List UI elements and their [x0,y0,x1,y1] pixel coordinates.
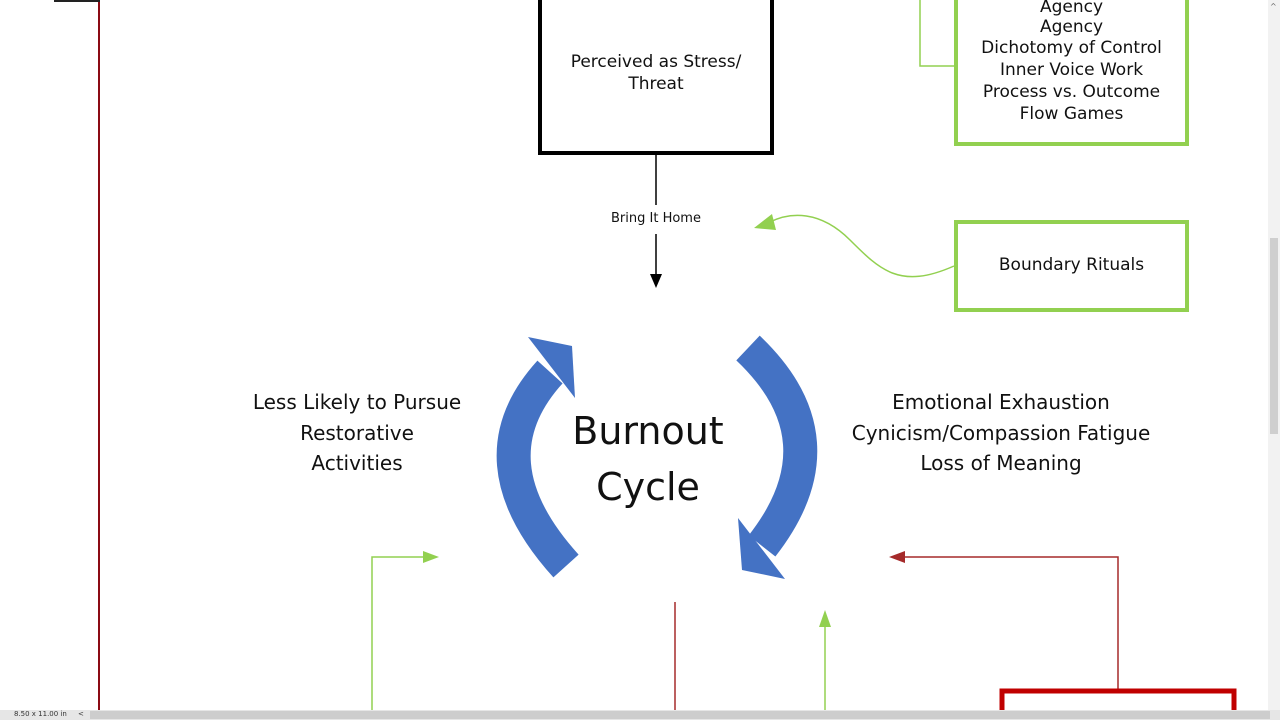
scroll-up-icon[interactable]: ^ [1270,2,1277,11]
cycle-arrow-right [736,335,818,557]
vertical-scrollbar[interactable]: ^ [1268,0,1280,710]
agency-box-text: Agency Agency Dichotomy of Control Inner… [958,0,1185,125]
agency-box [954,0,1189,146]
center-title-line: Cycle [596,465,700,509]
right-text-line: Loss of Meaning [920,451,1082,475]
horizontal-scrollbar[interactable] [90,711,1270,719]
scroll-left-icon[interactable]: < [78,710,84,718]
agency-line: Dichotomy of Control [981,38,1162,58]
left-text-line: Restorative [300,420,414,445]
right-text-line: Emotional Exhaustion [892,390,1110,414]
boundary-label: Boundary Rituals [998,255,1145,275]
cycle-arrow-left [496,360,579,578]
right-text-line: Cynicism/Compassion Fatigue [851,420,1151,445]
left-text-line: Activities [311,451,403,475]
boundary-arrowhead [754,214,776,230]
vertical-scroll-thumb[interactable] [1270,238,1278,434]
green-arrowhead-up [819,610,831,627]
stress-label: Perceived as Stress/ Threat [570,52,742,95]
green-arrowhead-left [423,551,439,563]
green-connector-left [371,556,425,710]
page-size-label: 8.50 x 11.00 in [14,710,67,718]
agency-line: Inner Voice Work [999,60,1144,80]
cycle-arrowhead-right [738,518,785,579]
stress-box-text: Perceived as Stress/ Threat [545,51,767,95]
red-arrowhead-right [889,551,905,563]
boundary-box [954,220,1189,312]
down-arrowhead [650,274,662,288]
left-cycle-text: Less Likely to Pursue Restorative Activi… [217,387,497,479]
left-text-line: Less Likely to Pursue [252,390,462,414]
right-cycle-text: Emotional Exhaustion Cynicism/Compassion… [830,387,1172,479]
agency-label: Agency [1039,17,1104,37]
agency-line: Process vs. Outcome [982,82,1161,102]
boundary-curve-connector [769,214,955,278]
cycle-arrowhead-left [528,337,575,398]
status-bar: 8.50 x 11.00 in < [0,710,1280,720]
bring-home-label: Bring It Home [576,211,736,228]
red-connector-right [903,556,1119,690]
agency-connector [919,0,956,67]
agency-line: Flow Games [1019,104,1124,124]
center-title-line: Burnout [572,409,724,453]
burnout-cycle-title: Burnout Cycle [548,403,748,515]
agency-label-clipped: Agency [1039,0,1104,17]
stress-box [538,0,774,155]
